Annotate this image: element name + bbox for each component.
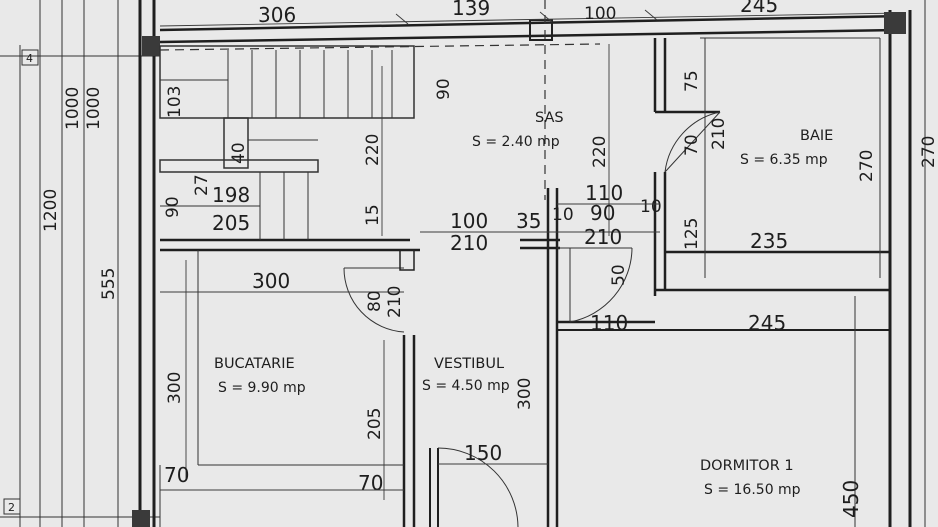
room-sas: SAS S = 2.40 mp bbox=[472, 110, 564, 150]
dim-27: 27 bbox=[192, 174, 212, 196]
axis-label-4: 4 bbox=[26, 52, 33, 65]
room-dormitor: DORMITOR 1 S = 16.50 mp bbox=[700, 458, 801, 498]
chimney-duct bbox=[529, 19, 553, 41]
room-baie: BAIE S = 6.35 mp bbox=[740, 128, 833, 168]
dashed-beam-line bbox=[159, 43, 601, 51]
dim-306: 306 bbox=[258, 3, 296, 27]
dim-150: 150 bbox=[464, 441, 502, 465]
dim-300-kitchen-v: 300 bbox=[165, 372, 185, 404]
room-name-baie: BAIE bbox=[800, 128, 833, 144]
column-top-left bbox=[142, 36, 160, 56]
dim-198: 198 bbox=[212, 183, 250, 207]
dim-300-vestibul: 300 bbox=[515, 378, 535, 410]
dim-90-mid: 90 bbox=[590, 201, 615, 225]
walls bbox=[138, 0, 926, 527]
dim-10-b: 10 bbox=[640, 197, 662, 217]
dim-40: 40 bbox=[229, 142, 249, 164]
dim-35: 35 bbox=[516, 209, 541, 233]
dim-235: 235 bbox=[750, 229, 788, 253]
room-vestibul: VESTIBUL S = 4.50 mp bbox=[422, 356, 510, 394]
axis-marker-4 bbox=[21, 49, 39, 66]
dim-100-top: 100 bbox=[584, 4, 616, 24]
room-name-sas: SAS bbox=[535, 110, 564, 126]
top-dimension-line bbox=[159, 9, 901, 27]
dim-110-dorm: 110 bbox=[590, 311, 628, 335]
dim-300-kitchen: 300 bbox=[252, 269, 290, 293]
door-kitchen bbox=[343, 249, 415, 333]
dim-70-a: 70 bbox=[164, 463, 189, 487]
dim-80: 80 bbox=[365, 290, 385, 312]
dim-1000-b: 1000 bbox=[84, 87, 104, 130]
axis-label-2: 2 bbox=[8, 501, 15, 514]
dim-450: 450 bbox=[839, 480, 863, 518]
dim-210-bath: 210 bbox=[709, 118, 729, 150]
dim-205-kitchen: 205 bbox=[365, 408, 385, 440]
dim-210-mid: 210 bbox=[450, 231, 488, 255]
dim-210-kitchen: 210 bbox=[385, 286, 405, 318]
staircase bbox=[159, 45, 415, 240]
dim-210-mid-b: 210 bbox=[584, 225, 622, 249]
dim-1000-a: 1000 bbox=[63, 87, 83, 130]
room-area-vestibul: S = 4.50 mp bbox=[422, 378, 510, 394]
room-bucatarie: BUCATARIE S = 9.90 mp bbox=[214, 356, 306, 396]
dim-90-sas: 90 bbox=[434, 78, 454, 100]
column-bottom-left bbox=[132, 510, 150, 527]
room-name-bucatarie: BUCATARIE bbox=[214, 356, 295, 372]
dim-100-mid: 100 bbox=[450, 209, 488, 233]
dim-270: 270 bbox=[857, 150, 877, 182]
axis-marker-2 bbox=[3, 498, 21, 515]
room-area-baie: S = 6.35 mp bbox=[740, 152, 828, 168]
room-area-bucatarie: S = 9.90 mp bbox=[218, 380, 306, 396]
dim-1200: 1200 bbox=[41, 189, 61, 232]
dim-70-b: 70 bbox=[358, 471, 383, 495]
dim-90-stair: 90 bbox=[163, 196, 183, 218]
dim-270-edge: 270 bbox=[919, 136, 938, 168]
door-entrance bbox=[429, 447, 519, 527]
room-area-dormitor: S = 16.50 mp bbox=[704, 482, 801, 498]
dim-103: 103 bbox=[165, 86, 185, 118]
dim-125: 125 bbox=[682, 218, 702, 250]
dim-75: 75 bbox=[682, 70, 702, 92]
dim-70-bath: 70 bbox=[682, 134, 702, 156]
dim-15: 15 bbox=[363, 204, 383, 226]
dim-555: 555 bbox=[99, 268, 119, 300]
room-name-dormitor: DORMITOR 1 bbox=[700, 458, 794, 474]
dim-220-sas-right: 220 bbox=[590, 136, 610, 168]
door-sas bbox=[557, 247, 633, 323]
dim-139: 139 bbox=[452, 0, 490, 20]
axis-lines bbox=[0, 0, 160, 527]
column-top-right bbox=[884, 12, 906, 34]
dim-205-stair: 205 bbox=[212, 211, 250, 235]
room-name-vestibul: VESTIBUL bbox=[434, 356, 504, 372]
dim-10-a: 10 bbox=[552, 205, 574, 225]
room-area-sas: S = 2.40 mp bbox=[472, 134, 560, 150]
dim-245-dorm: 245 bbox=[748, 311, 786, 335]
door-bath bbox=[664, 111, 721, 173]
dim-50: 50 bbox=[609, 264, 629, 286]
dim-245-top: 245 bbox=[740, 0, 778, 17]
dim-110-mid: 110 bbox=[585, 181, 623, 205]
dim-220-sas: 220 bbox=[363, 134, 383, 166]
